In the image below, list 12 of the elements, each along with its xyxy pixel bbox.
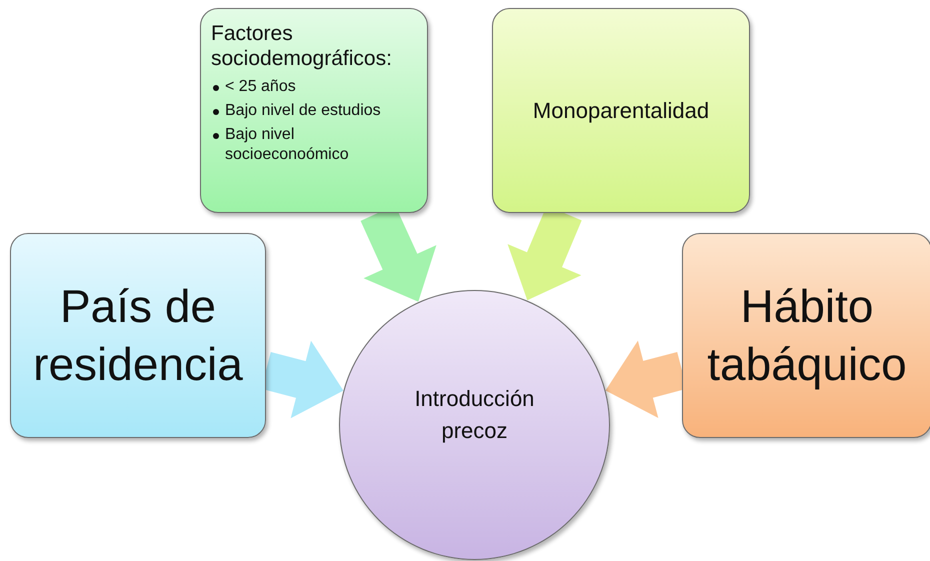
process-box <box>492 8 750 213</box>
box-heading: Factores sociodemográficos: <box>211 21 393 72</box>
list-item: Bajo nivel socioeconoómico <box>225 125 419 166</box>
box-label: País de residencia <box>32 279 244 392</box>
process-box <box>682 233 930 438</box>
circle-label: Introducción precoz <box>414 385 536 445</box>
process-box <box>10 233 266 438</box>
list-item: Bajo nivel de estudios <box>225 101 419 122</box>
process-box <box>200 8 428 213</box>
box-label: Hábito tabáquico <box>706 279 908 392</box>
list-item: < 25 años <box>225 77 419 98</box>
box-label: Monoparentalidad <box>532 96 710 124</box>
